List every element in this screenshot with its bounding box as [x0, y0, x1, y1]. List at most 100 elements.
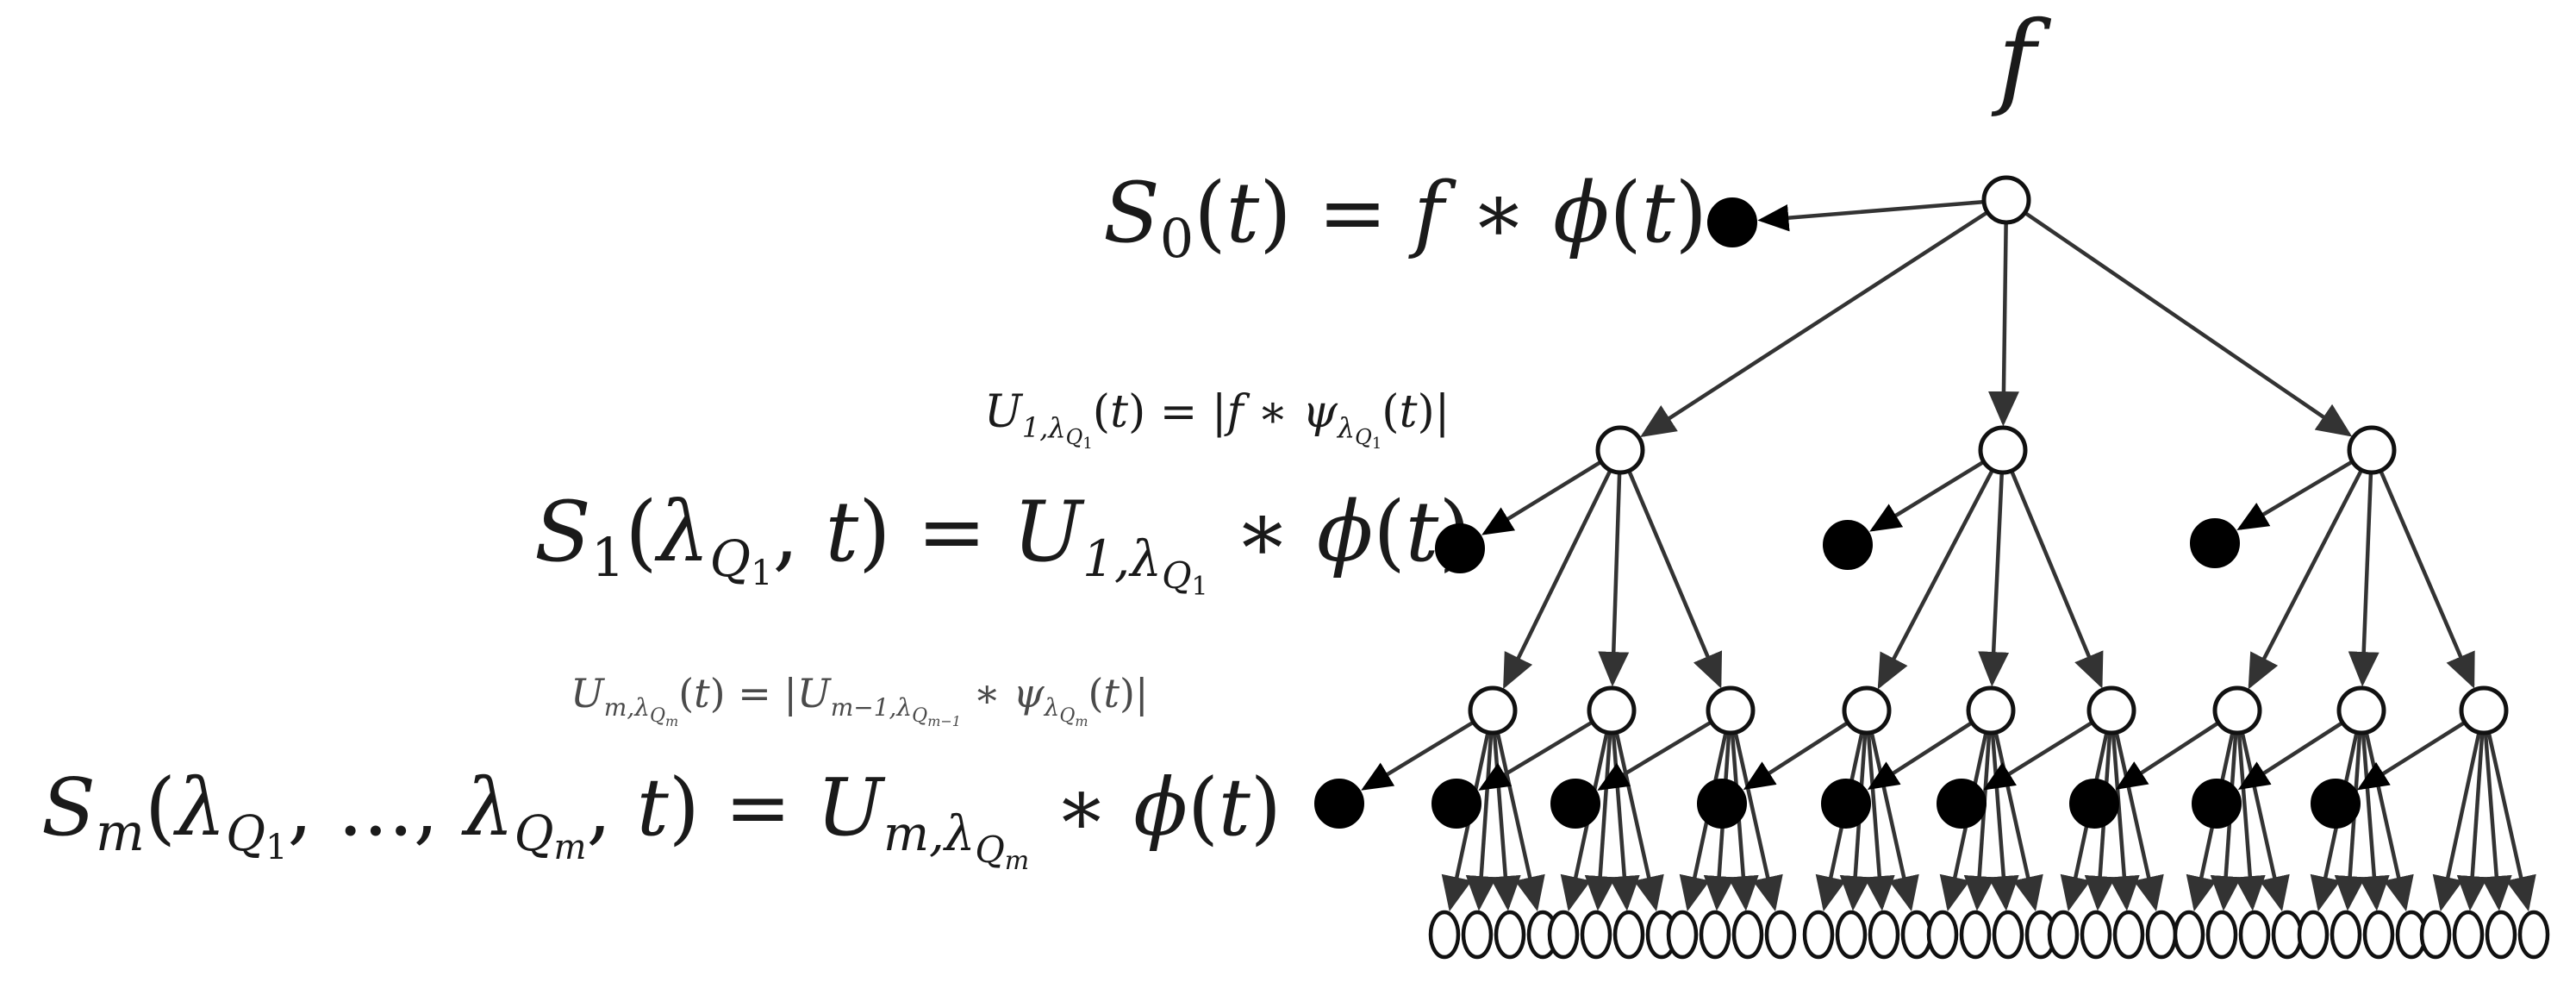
leaf-node-22 [2112, 910, 2145, 960]
leaf-node-18 [1992, 910, 2024, 960]
leaf-node-2 [1494, 910, 1526, 960]
leaf-node-21 [2080, 910, 2112, 960]
edge-l2-2-to-leaf-3 [1733, 731, 1783, 912]
edge-l2-to-sm-2 [1597, 720, 1712, 791]
output-node-s0 [1707, 197, 1757, 247]
edge-l2-4-to-leaf-2 [1987, 732, 2019, 911]
output-node-s1-1 [1823, 520, 1873, 570]
edge-l2-to-sm-5 [1983, 720, 2094, 791]
output-node-s1-0 [1435, 523, 1485, 573]
label-sm: Sm(λQ1, ..., λQm, t) = Um,λQm ∗ ϕ(t) [41, 761, 1282, 876]
output-node-sm-7 [2192, 779, 2242, 829]
level2-node-4 [1966, 685, 2016, 735]
leaf-node-8 [1666, 910, 1699, 960]
edge-l1-1-to-l2-1 [1978, 472, 2010, 687]
edge-l1-to-s1-0 [1481, 460, 1603, 535]
edge-l2-3-to-leaf-3 [1869, 731, 1919, 912]
edge-l2-5-to-leaf-2 [2108, 732, 2140, 911]
edge-root-to-l1-1 [1987, 222, 2019, 427]
leaf-node-12 [1802, 910, 1835, 960]
edge-root-to-s0 [1757, 199, 1985, 232]
level2-node-2 [1706, 685, 1756, 735]
edge-l1-0-to-l2-0 [1503, 469, 1612, 690]
edge-l2-0-to-leaf-3 [1495, 731, 1545, 912]
output-node-sm-3 [1697, 779, 1747, 829]
edge-l2-to-sm-1 [1478, 720, 1594, 791]
root-label-f: f [1991, 0, 2052, 120]
leaf-node-26 [2238, 910, 2271, 960]
leaf-node-14 [1868, 910, 1900, 960]
level2-node-6 [2212, 685, 2262, 735]
edge-l2-3-to-leaf-2 [1863, 732, 1895, 911]
leaf-node-30 [2362, 910, 2395, 960]
edge-l1-2-to-l2-0 [2248, 469, 2364, 690]
leaf-node-16 [1926, 910, 1959, 960]
edge-l2-1-to-leaf-3 [1614, 731, 1664, 912]
level2-node-1 [1587, 685, 1637, 735]
edge-l1-2-to-l2-2 [2379, 469, 2475, 689]
edge-l1-2-to-l2-1 [2348, 472, 2380, 687]
edge-l2-to-sm-0 [1361, 720, 1475, 791]
label-s1: S1(λQ1, t) = U1,λQ1 ∗ ϕ(t) [534, 484, 1471, 602]
leaf-node-33 [2452, 910, 2485, 960]
edge-l2-1-to-leaf-1 [1584, 732, 1616, 911]
edge-l1-1-to-l2-0 [1877, 468, 1994, 690]
level2-node-3 [1842, 685, 1892, 735]
edge-l2-8-to-leaf-3 [2486, 731, 2536, 912]
edge-l2-6-to-leaf-2 [2234, 732, 2266, 911]
label-s0: S0(t) = f ∗ ϕ(t) [1103, 165, 1707, 270]
leaf-node-9 [1699, 910, 1731, 960]
leaf-node-34 [2485, 910, 2517, 960]
leaf-node-25 [2205, 910, 2238, 960]
leaf-node-15 [1900, 910, 1933, 960]
edge-l2-8-to-leaf-1 [2456, 732, 2488, 911]
label-u1: U1,λQ1(t) = |f ∗ ψλQ1(t)| [984, 386, 1450, 453]
edge-l2-to-sm-7 [2237, 721, 2344, 791]
edge-l1-to-s1-2 [2236, 460, 2354, 530]
output-node-sm-2 [1550, 779, 1600, 829]
tree-output-edges [1361, 199, 2467, 791]
output-node-s1-2 [2190, 518, 2240, 568]
leaf-node-27 [2271, 910, 2304, 960]
edge-l2-0-to-leaf-1 [1465, 732, 1497, 911]
edge-l2-5-to-leaf-3 [2114, 731, 2164, 912]
leaf-node-32 [2419, 910, 2452, 960]
output-node-sm-1 [1431, 779, 1481, 829]
output-node-sm-5 [1937, 779, 1987, 829]
tree-edges [1441, 210, 2536, 912]
level1-node-0 [1595, 425, 1645, 475]
leaf-node-0 [1428, 910, 1461, 960]
leaf-node-11 [1764, 910, 1797, 960]
edge-l2-to-sm-3 [1743, 721, 1849, 791]
level1-node-1 [1978, 425, 2028, 475]
edge-root-to-l1-0 [1640, 210, 1989, 438]
level2-node-0 [1468, 685, 1518, 735]
level2-node-8 [2459, 685, 2509, 735]
level2-node-7 [2336, 685, 2386, 735]
edge-l2-8-to-leaf-2 [2480, 732, 2512, 911]
label-um: Um,λQm(t) = |Um−1,λQm−1 ∗ ψλQm(t)| [571, 670, 1148, 729]
edge-l1-0-to-l2-2 [1627, 470, 1723, 689]
leaf-node-17 [1959, 910, 1992, 960]
edge-l2-7-to-leaf-2 [2358, 732, 2390, 911]
edge-l1-to-s1-1 [1869, 460, 1985, 532]
edge-l2-4-to-leaf-1 [1963, 732, 1995, 911]
leaf-node-6 [1612, 910, 1645, 960]
tree-nodes [1314, 175, 2550, 960]
edge-l2-to-sm-8 [2356, 720, 2467, 791]
output-node-sm-0 [1314, 779, 1364, 829]
edge-root-to-l1-2 [2024, 210, 2353, 437]
leaf-node-13 [1835, 910, 1868, 960]
leaf-node-10 [1731, 910, 1764, 960]
leaf-node-4 [1547, 910, 1580, 960]
leaf-node-24 [2173, 910, 2205, 960]
leaf-node-1 [1461, 910, 1494, 960]
leaf-node-29 [2330, 910, 2362, 960]
edge-l2-to-sm-4 [1867, 721, 1974, 791]
leaf-node-28 [2297, 910, 2330, 960]
root-node [1981, 175, 2031, 225]
edge-l2-0-to-leaf-2 [1489, 732, 1521, 911]
edge-l2-4-to-leaf-3 [1993, 731, 2043, 912]
leaf-node-20 [2047, 910, 2080, 960]
